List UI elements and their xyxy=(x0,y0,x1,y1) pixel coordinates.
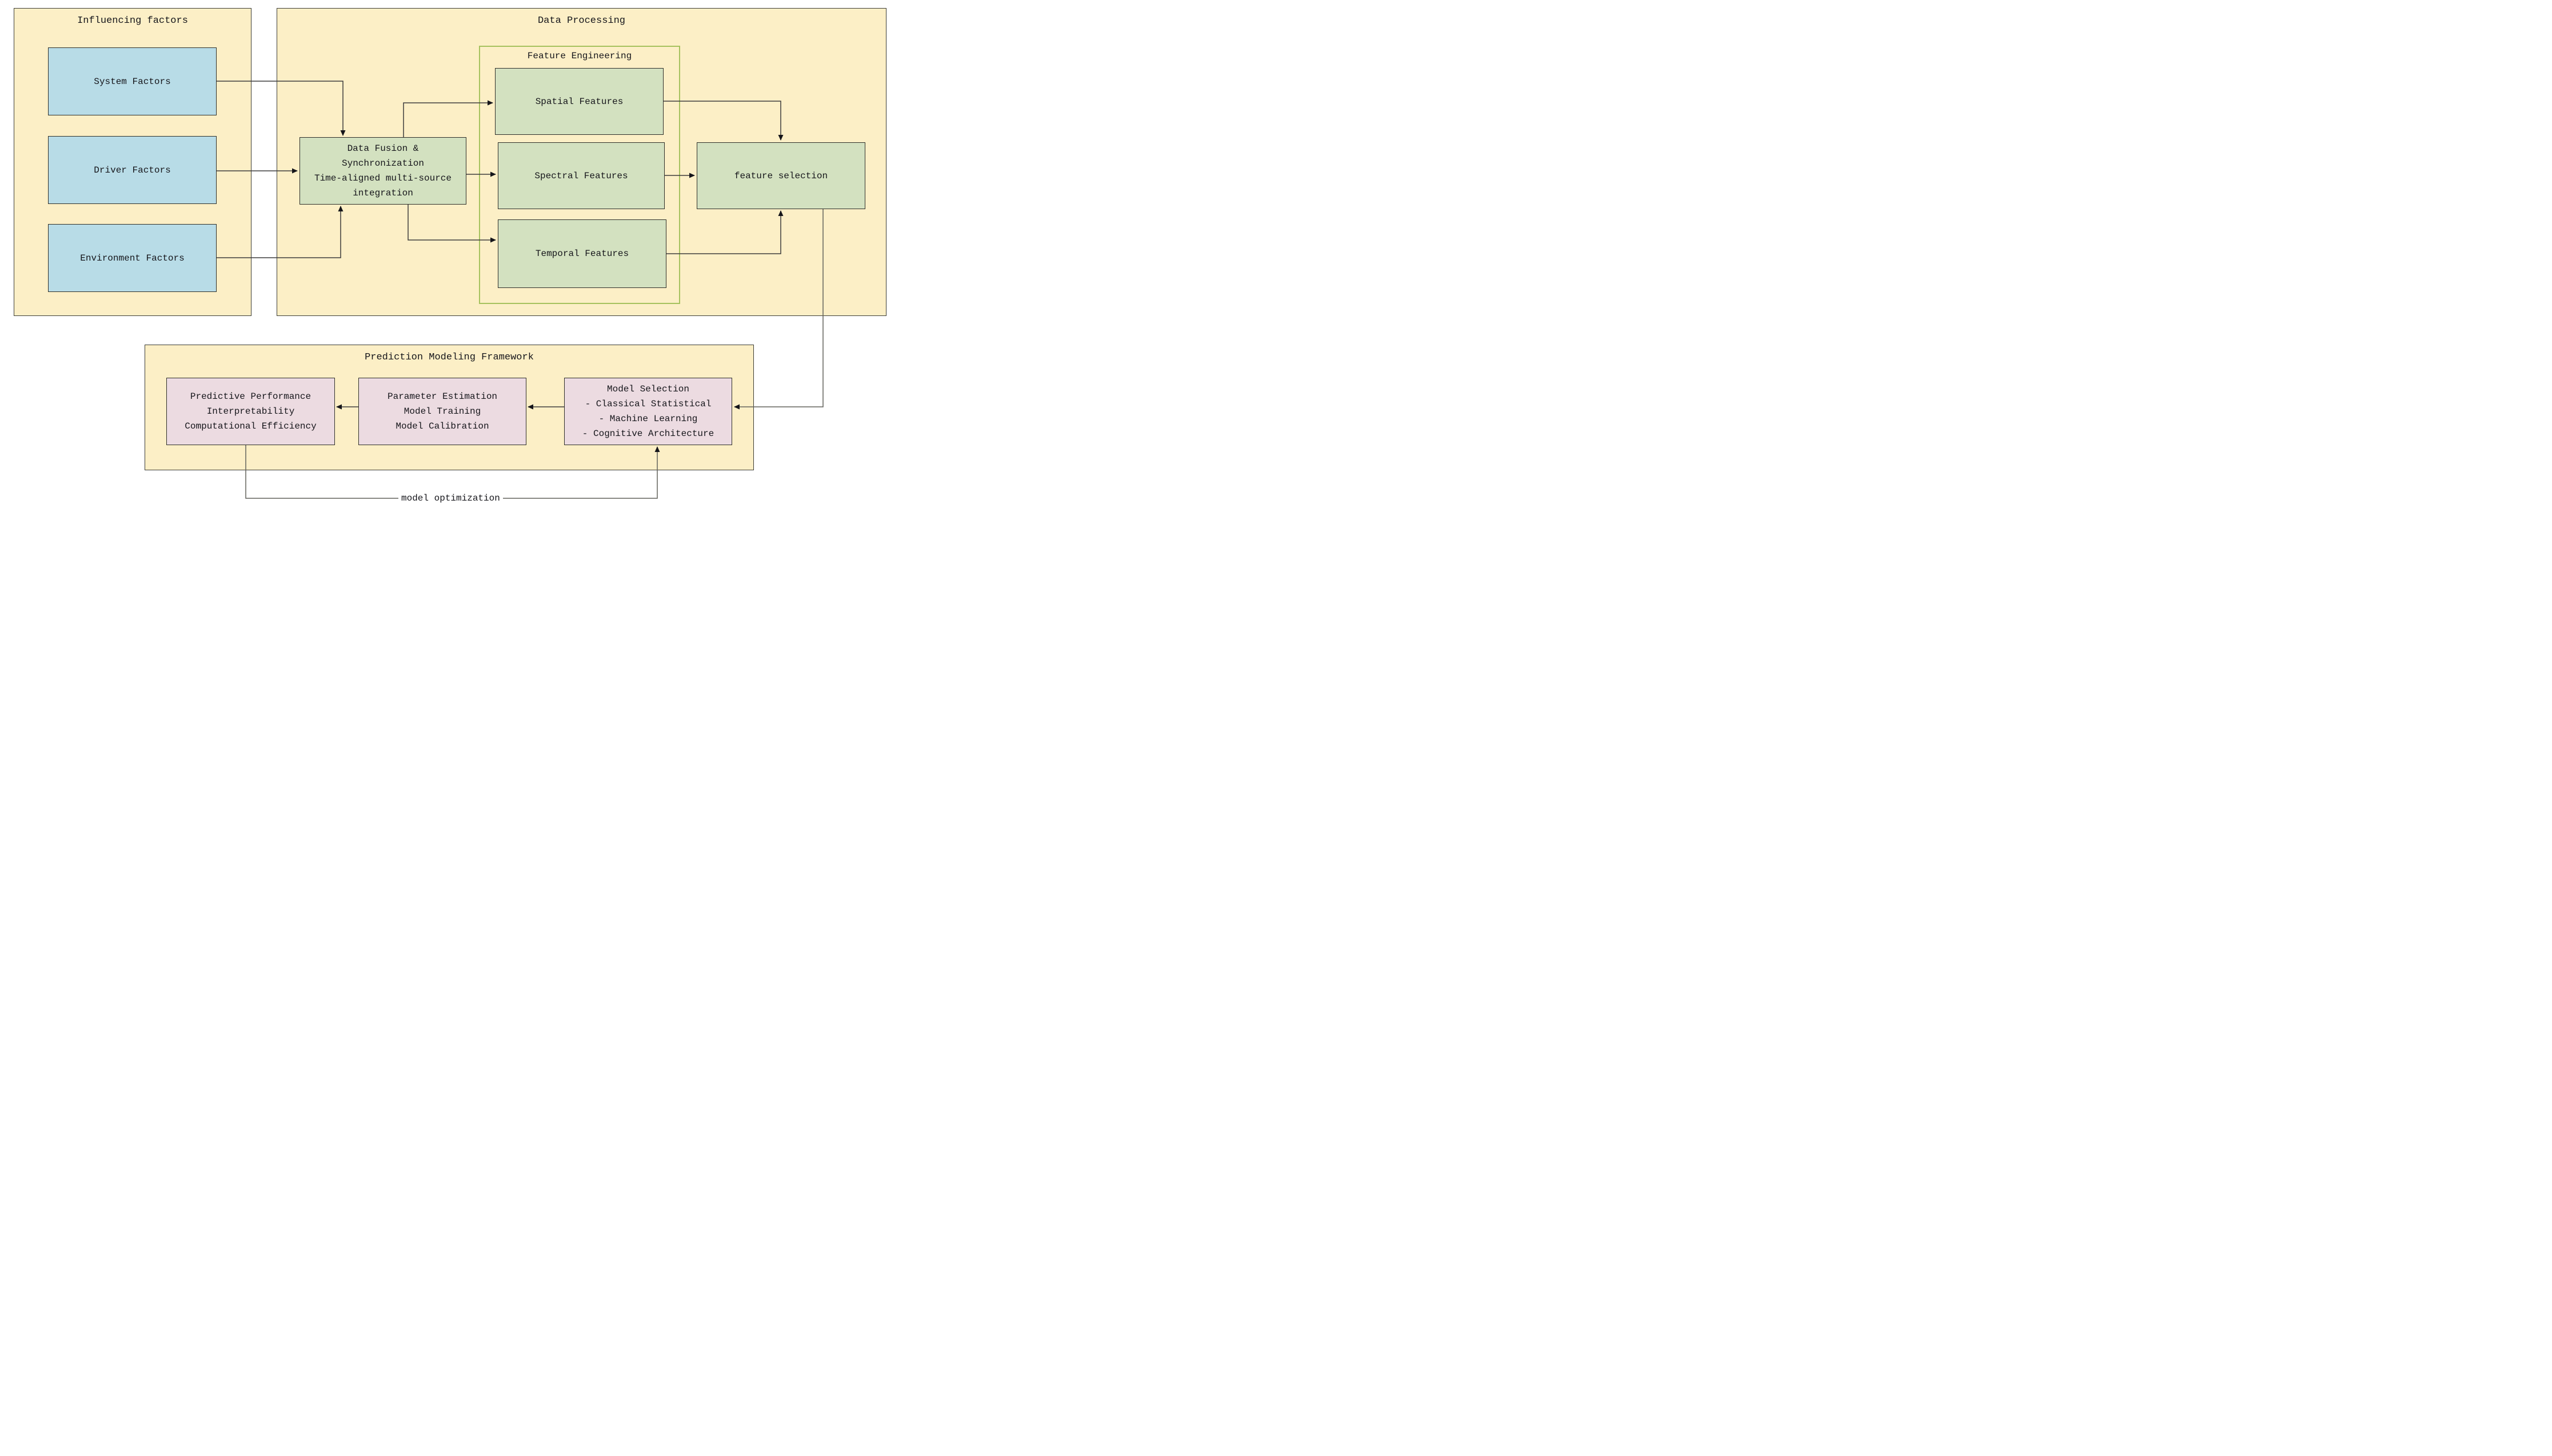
environment-factors-node: Environment Factors xyxy=(48,224,217,292)
spatial-features-label: Spatial Features xyxy=(535,96,624,107)
model-selection-line: - Classical Statistical xyxy=(585,399,712,409)
driver-factors-label: Driver Factors xyxy=(94,165,171,175)
training-line: Parameter Estimation xyxy=(387,391,498,402)
data-fusion-line: Time-aligned multi-source xyxy=(314,173,452,183)
evaluation-line: Interpretability xyxy=(206,406,295,417)
spectral-features-node: Spectral Features xyxy=(498,142,665,209)
data-processing-title: Data Processing xyxy=(537,15,626,26)
training-node: Parameter Estimation Model Training Mode… xyxy=(358,378,526,445)
system-factors-node: System Factors xyxy=(48,47,217,115)
feature-selection-node: feature selection xyxy=(697,142,865,209)
prediction-framework-title: Prediction Modeling Framework xyxy=(365,352,534,363)
driver-factors-node: Driver Factors xyxy=(48,136,217,204)
feature-engineering-title: Feature Engineering xyxy=(527,51,632,61)
temporal-features-node: Temporal Features xyxy=(498,219,666,288)
model-selection-node: Model Selection - Classical Statistical … xyxy=(564,378,732,445)
influencing-factors-title: Influencing factors xyxy=(77,15,188,26)
data-fusion-node: Data Fusion & Synchronization Time-align… xyxy=(299,137,466,205)
spectral-features-label: Spectral Features xyxy=(534,170,628,181)
model-selection-line: Model Selection xyxy=(606,384,690,394)
data-fusion-line: integration xyxy=(353,188,413,198)
evaluation-line: Predictive Performance xyxy=(190,391,311,402)
model-selection-line: - Cognitive Architecture xyxy=(582,429,714,439)
feature-engineering-frame: Feature Engineering xyxy=(479,46,680,304)
data-fusion-line: Data Fusion & xyxy=(347,143,419,154)
spatial-features-node: Spatial Features xyxy=(495,68,664,135)
feature-selection-label: feature selection xyxy=(734,170,828,181)
data-fusion-line: Synchronization xyxy=(341,158,425,169)
temporal-features-label: Temporal Features xyxy=(535,249,629,259)
training-line: Model Calibration xyxy=(396,421,489,431)
evaluation-line: Computational Efficiency xyxy=(185,421,317,431)
diagram-canvas: Influencing factors System Factors Drive… xyxy=(0,0,893,510)
model-optimization-label: model optimization xyxy=(398,493,503,503)
model-selection-line: - Machine Learning xyxy=(598,414,698,424)
training-line: Model Training xyxy=(404,406,481,417)
evaluation-node: Predictive Performance Interpretability … xyxy=(166,378,335,445)
environment-factors-label: Environment Factors xyxy=(80,253,185,263)
system-factors-label: System Factors xyxy=(94,76,171,87)
